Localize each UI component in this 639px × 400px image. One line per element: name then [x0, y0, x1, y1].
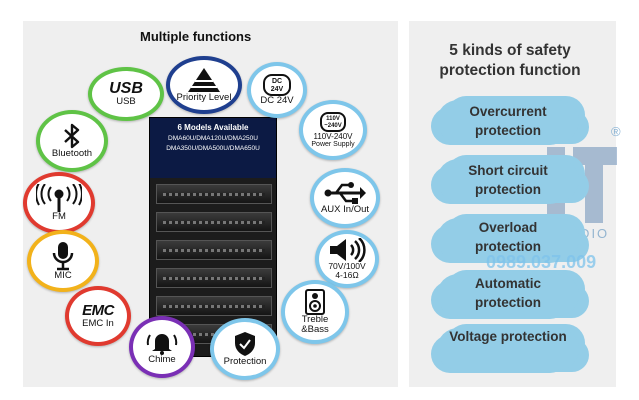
amplifier-models-header: 6 Models Available DMA60U/DMA120U/DMA250… — [150, 118, 276, 178]
chime-label: Chime — [148, 354, 176, 365]
amplifier-unit — [156, 296, 272, 316]
loudspeaker-icon — [305, 289, 325, 315]
model-list-line: DMA60U/DMA120U/DMA250U — [168, 135, 258, 142]
cloud-shape — [437, 218, 579, 260]
usb-feature: USB USB — [88, 67, 164, 121]
safety-protection-panel — [409, 21, 616, 387]
bass-label: &Bass — [301, 324, 329, 335]
aux-usb-trident-icon — [324, 182, 366, 204]
protection-item: Overload protection — [475, 220, 541, 254]
speaker-output-feature: 70V/100V 4-16Ω — [315, 230, 379, 288]
bluetooth-feature: Bluetooth — [36, 110, 108, 172]
protection-feature: Protection — [210, 318, 280, 380]
phone-watermark-text: 0989.037.009 — [486, 252, 597, 272]
protection-label: Protection — [223, 356, 267, 367]
registered-mark: ® — [611, 124, 621, 139]
amplifier-unit — [156, 184, 272, 204]
protection-item: Overcurrent protection — [469, 104, 547, 138]
priority-level-feature: Priority Level — [166, 56, 242, 114]
cloud-shape — [437, 328, 579, 370]
usb-label: USB — [116, 96, 136, 107]
cloud-shape — [437, 159, 579, 201]
protection-item: Automatic protection — [474, 276, 541, 310]
dc-icon-text: DC — [271, 78, 283, 85]
dc-icon-text: 24V — [270, 86, 284, 93]
emc-logo-icon: EMC — [82, 302, 114, 319]
fm-antenna-icon — [36, 184, 82, 212]
power-supply-feature: 110V ~240V 110V-240V Power Supply — [299, 100, 367, 160]
power-icon-text: ~240V — [324, 122, 342, 129]
emc-feature: EMC EMC In — [65, 286, 131, 346]
usb-logo-icon: USB — [109, 80, 143, 97]
treble-bass-feature: Treble &Bass — [281, 280, 349, 344]
fm-label: FM — [52, 211, 66, 222]
chime-feature: Chime — [129, 316, 195, 378]
safety-protection-title: 5 kinds of safety protection function — [439, 42, 581, 79]
mic-label: MIC — [54, 270, 72, 281]
speaker-impedance-label: 4-16Ω — [335, 270, 359, 280]
dc-24v-label: DC 24V — [260, 95, 294, 106]
speaker-voltage-label: 70V/100V — [328, 261, 366, 271]
aux-label: AUX In/Out — [320, 204, 370, 215]
amplifier-unit — [156, 268, 272, 288]
cloud-shape — [437, 100, 579, 142]
protection-item: Voltage protection — [449, 329, 567, 344]
protection-item: Short circuit protection — [468, 163, 548, 197]
emc-label: EMC In — [82, 318, 114, 329]
treble-label: Treble — [301, 314, 329, 325]
speaker-volume-icon — [330, 238, 366, 262]
bell-icon — [146, 334, 178, 355]
dc-plug-icon: DC 24V — [263, 74, 291, 96]
bluetooth-icon — [64, 123, 80, 149]
aux-feature: AUX In/Out — [310, 168, 380, 228]
shield-icon — [235, 332, 255, 356]
power-icon-text: 110V — [326, 115, 340, 122]
power-supply-label: 110V-240V — [313, 131, 353, 141]
dc-24v-feature: DC 24V DC 24V — [247, 62, 307, 118]
microphone-icon — [52, 242, 74, 271]
bluetooth-label: Bluetooth — [51, 148, 93, 159]
power-plug-icon: 110V ~240V — [320, 111, 346, 132]
power-supply-sublabel: Power Supply — [311, 140, 355, 148]
amplifier-unit — [156, 212, 272, 232]
model-list-line: DMA350U/DMA500U/DMA650U — [166, 145, 260, 152]
fm-feature: FM — [23, 172, 95, 234]
priority-level-label: Priority Level — [176, 92, 232, 103]
multiple-functions-title: Multiple functions — [140, 29, 252, 44]
amplifier-unit — [156, 240, 272, 260]
priority-pyramid-icon — [188, 68, 220, 92]
amplifier-stack-image: 6 Models Available DMA60U/DMA120U/DMA250… — [149, 117, 277, 357]
mic-feature: MIC — [27, 230, 99, 292]
models-available-label: 6 Models Available — [177, 123, 249, 132]
cloud-shape — [437, 274, 579, 316]
